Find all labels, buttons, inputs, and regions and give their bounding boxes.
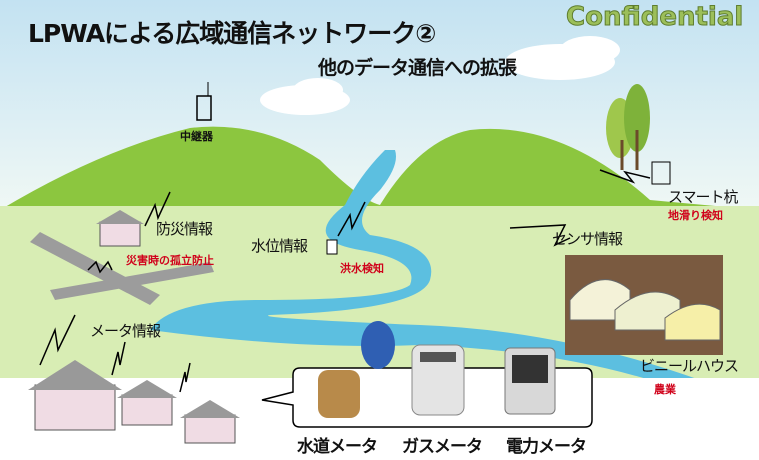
greenhouse-label: ビニールハウス [640,357,739,375]
clouds [260,36,620,115]
houses-icon [28,210,240,444]
smart-pile-icon [651,161,671,185]
smart-pile-label: スマート杭 [668,188,739,206]
meter-info-label: メータ情報 [90,322,161,340]
electric-meter-label: 電力メータ [506,437,587,457]
water-level-sensor-icon [326,239,338,255]
gas-meter-label: ガスメータ [402,437,483,457]
disaster-info-label: 防災情報 [156,220,213,238]
flood-label: 洪水検知 [340,262,384,275]
water-meter-icon [318,321,395,418]
landslide-label: 地滑り検知 [668,209,723,222]
water-meter-label: 水道メータ [297,437,378,457]
subtitle: 他のデータ通信への拡張 [318,57,517,79]
page-title: LPWAによる広域通信ネットワーク② [28,19,436,48]
repeater-icon [196,82,212,121]
trees-icon [606,84,650,170]
repeater-label: 中継器 [180,130,213,143]
agriculture-label: 農業 [654,383,676,396]
electric-meter-icon [504,347,556,415]
confidential-mark: Confidential [565,2,744,33]
sensor-info-label: センサ情報 [552,230,623,248]
river [150,150,700,380]
gas-meter-icon [411,344,465,416]
greenhouse-icon [565,255,723,355]
isolation-label: 災害時の孤立防止 [126,254,214,267]
road [30,232,214,305]
water-level-label: 水位情報 [251,237,308,255]
signal-arrows [39,169,651,393]
